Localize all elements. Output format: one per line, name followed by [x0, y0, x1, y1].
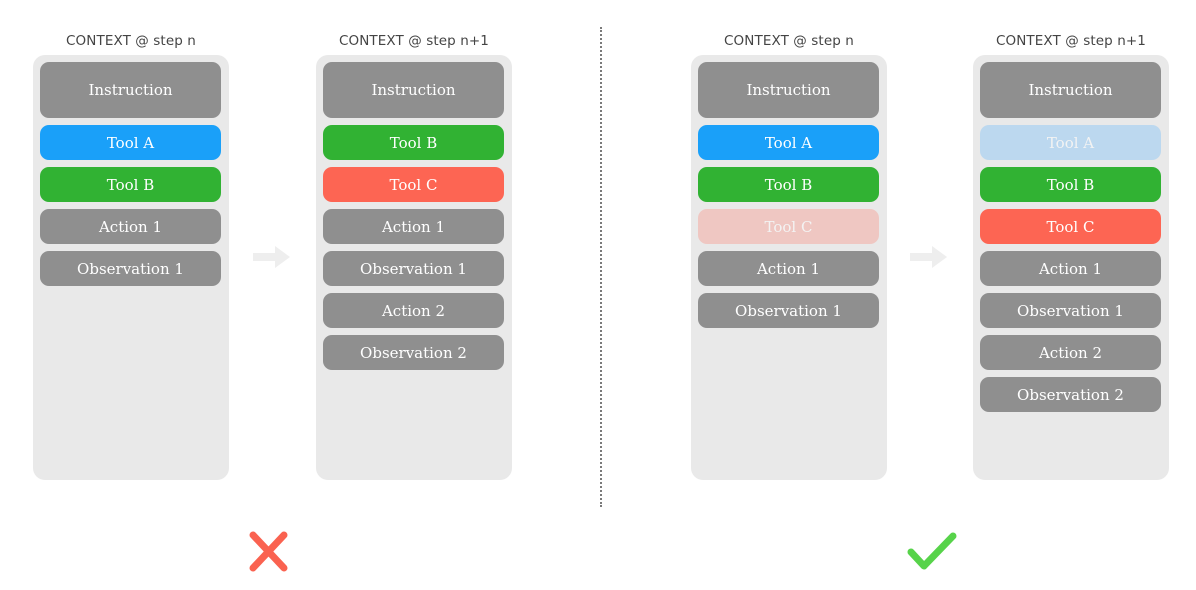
context-block-tool-c: Tool C [698, 209, 879, 244]
context-block-instruction: Instruction [323, 62, 504, 118]
context-block-tool-a: Tool A [698, 125, 879, 160]
context-label-left-step-n1: CONTEXT @ step n+1 [338, 33, 490, 49]
context-block-tool-c: Tool C [980, 209, 1161, 244]
checkmark-icon [907, 532, 957, 570]
context-block-instruction: Instruction [40, 62, 221, 118]
context-block-observation-1: Observation 1 [980, 293, 1161, 328]
dotted-divider [600, 27, 602, 507]
context-label-right-step-n1: CONTEXT @ step n+1 [995, 33, 1147, 49]
context-block-tool-b: Tool B [698, 167, 879, 202]
cross-icon [249, 531, 288, 572]
context-block-tool-b: Tool B [40, 167, 221, 202]
context-block-instruction: Instruction [980, 62, 1161, 118]
context-block-tool-c: Tool C [323, 167, 504, 202]
context-block-tool-a: Tool A [980, 125, 1161, 160]
context-block-action-2: Action 2 [323, 293, 504, 328]
context-block-tool-b: Tool B [323, 125, 504, 160]
context-block-tool-a: Tool A [40, 125, 221, 160]
context-label-left-step-n: CONTEXT @ step n [66, 33, 196, 49]
context-label-right-step-n: CONTEXT @ step n [724, 33, 854, 49]
arrow-right-icon [910, 246, 947, 268]
context-block-instruction: Instruction [698, 62, 879, 118]
arrow-right-icon [253, 246, 290, 268]
context-block-action-1: Action 1 [698, 251, 879, 286]
context-block-action-1: Action 1 [323, 209, 504, 244]
context-block-action-1: Action 1 [40, 209, 221, 244]
context-block-observation-1: Observation 1 [698, 293, 879, 328]
context-block-observation-2: Observation 2 [323, 335, 504, 370]
context-block-observation-1: Observation 1 [323, 251, 504, 286]
context-block-observation-2: Observation 2 [980, 377, 1161, 412]
context-block-action-1: Action 1 [980, 251, 1161, 286]
context-block-observation-1: Observation 1 [40, 251, 221, 286]
context-block-tool-b: Tool B [980, 167, 1161, 202]
context-block-action-2: Action 2 [980, 335, 1161, 370]
